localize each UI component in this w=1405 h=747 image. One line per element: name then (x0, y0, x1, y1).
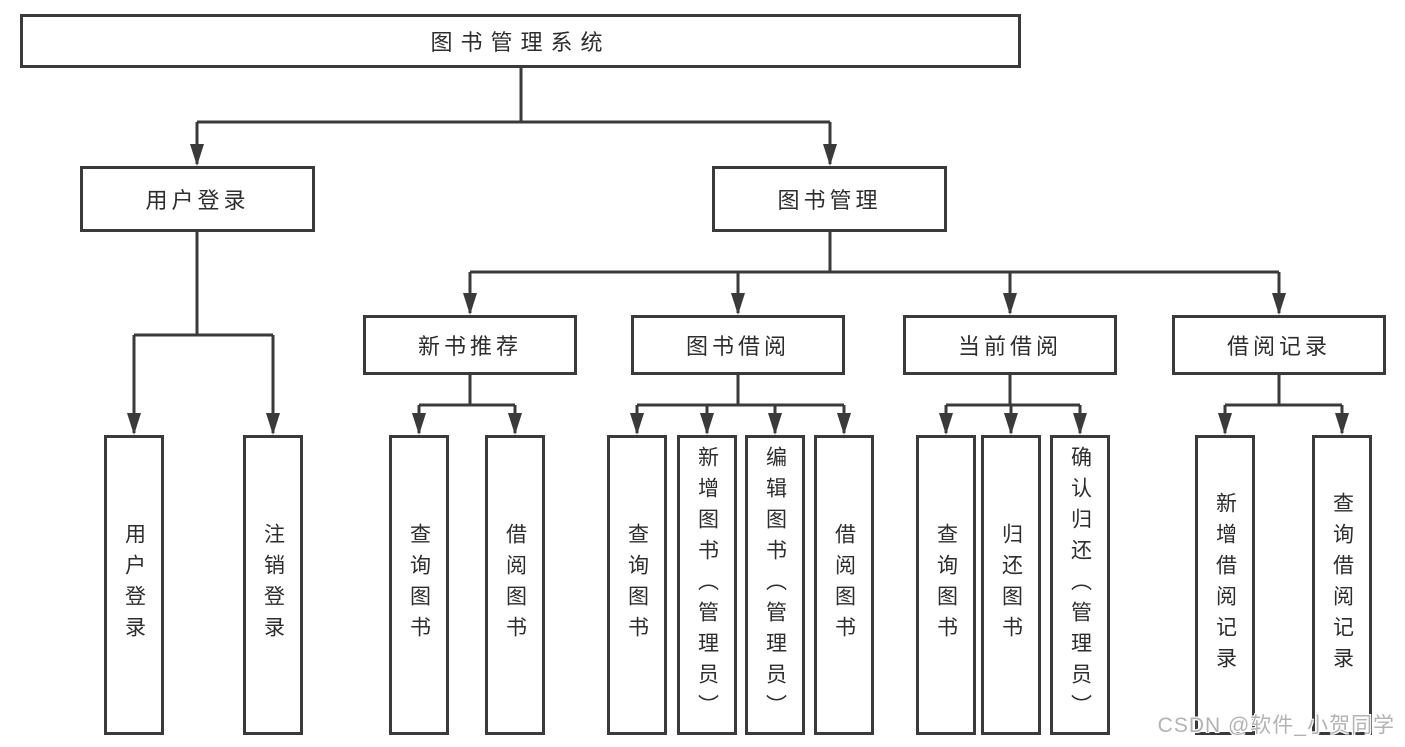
node-label: 确认归还（管理员） (1068, 445, 1092, 725)
leaf-borrow-books: 借阅图书 (485, 435, 545, 735)
leaf-add-borrow-record: 新增借阅记录 (1195, 435, 1255, 735)
node-label: 归还图书 (999, 523, 1023, 647)
node-current-borrowing: 当前借阅 (903, 315, 1117, 375)
leaf-query-books: 查询图书 (389, 435, 449, 735)
node-label: 新增借阅记录 (1213, 492, 1237, 678)
node-borrowing-records: 借阅记录 (1172, 315, 1386, 375)
leaf-user-login: 用户登录 (104, 435, 164, 735)
node-label: 图书借阅 (685, 334, 790, 359)
node-label: 用户登录 (145, 188, 250, 213)
leaf-query-borrow-record: 查询借阅记录 (1312, 435, 1372, 735)
node-label: 注销登录 (261, 523, 285, 647)
csdn-watermark: CSDN @软件_小贺同学 (1157, 714, 1395, 737)
node-label: 编辑图书（管理员） (763, 445, 787, 725)
leaf-borrow-books: 借阅图书 (814, 435, 874, 735)
node-book-borrowing: 图书借阅 (631, 315, 845, 375)
node-label: 图书管理 (777, 188, 882, 213)
node-label: 当前借阅 (957, 334, 1062, 359)
node-label: 新增图书（管理员） (695, 445, 719, 725)
node-library-management-system: 图书管理系统 (20, 14, 1021, 68)
node-label: 新书推荐 (417, 334, 522, 359)
leaf-logout: 注销登录 (243, 435, 303, 735)
node-label: 查询图书 (407, 523, 431, 647)
node-book-management: 图书管理 (712, 166, 947, 232)
node-label: 借阅图书 (503, 523, 527, 647)
node-label: 借阅记录 (1226, 334, 1331, 359)
node-new-book-recommendation: 新书推荐 (363, 315, 577, 375)
node-label: 查询借阅记录 (1330, 492, 1354, 678)
leaf-confirm-return-admin: 确认归还（管理员） (1050, 435, 1110, 735)
leaf-return-books: 归还图书 (981, 435, 1041, 735)
leaf-add-books-admin: 新增图书（管理员） (677, 435, 737, 735)
leaf-query-books: 查询图书 (607, 435, 667, 735)
node-label: 查询图书 (934, 523, 958, 647)
node-label: 借阅图书 (832, 523, 856, 647)
leaf-query-books: 查询图书 (916, 435, 976, 735)
node-label: 图书管理系统 (430, 30, 611, 55)
leaf-edit-books-admin: 编辑图书（管理员） (745, 435, 805, 735)
node-label: 用户登录 (122, 523, 146, 647)
node-label: 查询图书 (625, 523, 649, 647)
node-user-login: 用户登录 (80, 166, 315, 232)
